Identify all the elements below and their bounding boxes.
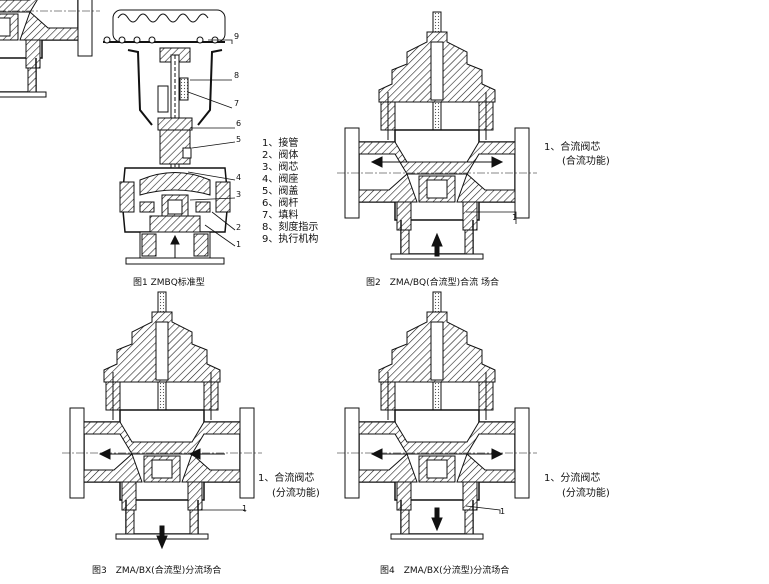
callout-4: 4 bbox=[236, 173, 242, 182]
fig3-note-line1: 1、合流阀芯 bbox=[258, 473, 315, 484]
callout-7: 7 bbox=[234, 99, 240, 108]
callout-8: 8 bbox=[234, 71, 240, 80]
legend-item-1: 1、接管 bbox=[262, 138, 299, 149]
legend-item-5: 5、阀盖 bbox=[262, 186, 299, 197]
figure-2-caption: 图2 ZMA/BQ(合流型)合流 场合 bbox=[366, 278, 499, 288]
fig4-note-line1: 1、分流阀芯 bbox=[544, 473, 601, 484]
flow-arrows-fig3 bbox=[98, 448, 225, 550]
fig2-note-line2: (合流功能) bbox=[562, 156, 610, 167]
figure-4-caption: 图4 ZMA/BX(分流型)分流场合 bbox=[380, 566, 510, 576]
callout-6: 6 bbox=[236, 119, 242, 128]
callout-5: 5 bbox=[236, 135, 242, 144]
legend-item-3: 3、阀芯 bbox=[262, 162, 299, 173]
callout-3: 3 bbox=[236, 190, 242, 199]
figure-1-caption: 图1 ZMBQ标准型 bbox=[133, 278, 205, 288]
fig3-note-line2: (分流功能) bbox=[272, 488, 320, 499]
valve-body-template bbox=[0, 0, 100, 98]
fig2-note-line1: 1、合流阀芯 bbox=[544, 142, 601, 153]
fig1-leader-lines bbox=[187, 39, 236, 247]
figure-1-drawing bbox=[103, 9, 236, 265]
figure-3-caption: 图3 ZMA/BX(合流型)分流场合 bbox=[92, 566, 222, 576]
legend-item-7: 7、填料 bbox=[262, 210, 299, 221]
fig4-callout-1: 1 bbox=[500, 507, 506, 516]
callout-1: 1 bbox=[236, 240, 242, 249]
fig3-callout-1: 1 bbox=[242, 504, 248, 513]
legend-item-4: 4、阀座 bbox=[262, 174, 299, 185]
flow-arrows-fig4 bbox=[370, 448, 504, 532]
fig4-note-line2: (分流功能) bbox=[562, 488, 610, 499]
legend-item-8: 8、刻度指示 bbox=[262, 222, 319, 233]
fig2-callout-1: 1 bbox=[512, 213, 518, 222]
legend-item-2: 2、阀体 bbox=[262, 150, 299, 161]
legend-item-6: 6、阀杆 bbox=[262, 198, 299, 209]
fig1-legend: 1、接管 2、阀体 3、阀芯 4、阀座 5、阀盖 6、阀杆 7、填料 8、刻度指… bbox=[262, 138, 318, 246]
callout-2: 2 bbox=[236, 223, 242, 232]
legend-item-9: 9、执行机构 bbox=[262, 234, 319, 245]
callout-9: 9 bbox=[234, 32, 240, 41]
flow-arrows-fig2 bbox=[370, 156, 504, 257]
